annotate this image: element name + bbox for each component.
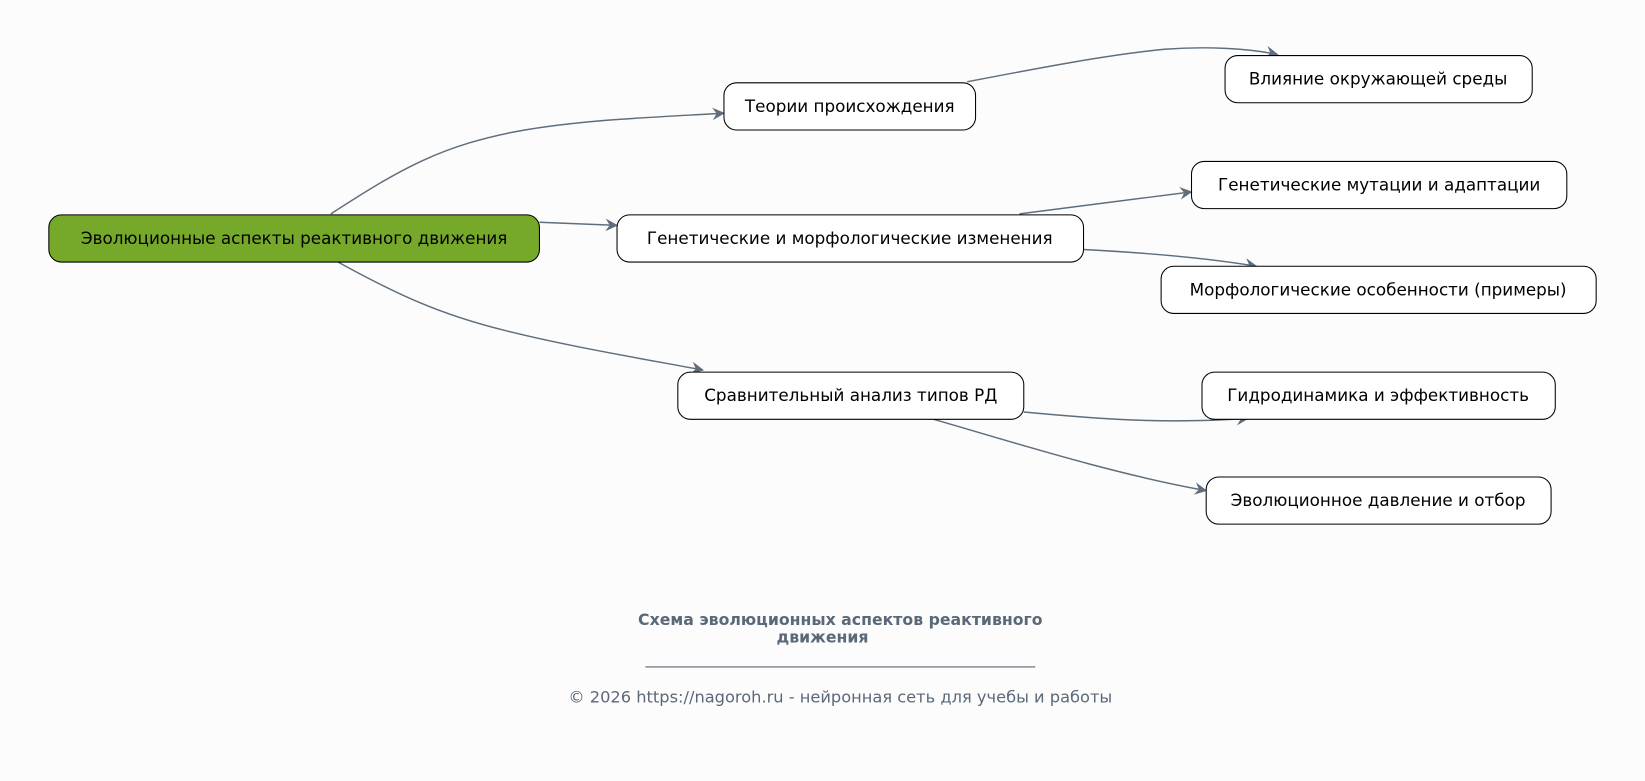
node-label: Морфологические особенности (примеры): [1190, 279, 1567, 299]
root-node-label: Эволюционные аспекты реактивного движени…: [81, 228, 508, 248]
node-morphology[interactable]: Морфологические особенности (примеры): [1160, 265, 1597, 314]
node-label: Влияние окружающей среды: [1249, 69, 1507, 89]
node-label: Сравнительный анализ типов РД: [704, 385, 997, 405]
edge-root-genetic: [539, 218, 619, 232]
node-hydrodynamics[interactable]: Гидродинамика и эффективность: [1201, 371, 1556, 420]
node-genetic-morphological[interactable]: Генетические и морфологические изменения: [616, 214, 1085, 263]
edge-genetic-mutations: [1019, 187, 1193, 215]
edge-comparative-hydro: [1023, 411, 1250, 426]
copyright-text: © 2026 https://nagoroh.ru - нейронная се…: [568, 687, 1112, 706]
diagram-title-line2: движения: [777, 628, 869, 647]
edge-genetic-morphology: [1083, 248, 1258, 271]
node-label: Гидродинамика и эффективность: [1227, 385, 1529, 405]
root-node[interactable]: Эволюционные аспекты реактивного движени…: [48, 214, 540, 263]
node-label: Теории происхождения: [744, 96, 955, 116]
edge-theories-environment: [967, 45, 1279, 83]
node-comparative[interactable]: Сравнительный анализ типов РД: [677, 371, 1025, 420]
node-environment[interactable]: Влияние окружающей среды: [1224, 55, 1533, 104]
diagram-title-line1: Схема эволюционных аспектов реактивного: [638, 610, 1043, 629]
edge-root-theories: [330, 107, 726, 215]
caption-separator: ________________________________________…: [645, 649, 1037, 669]
edge-root-comparative: [337, 261, 705, 375]
edge-comparative-pressure: [933, 418, 1208, 495]
node-label: Эволюционное давление и отбор: [1231, 490, 1526, 510]
node-theories[interactable]: Теории происхождения: [723, 82, 977, 131]
node-mutations[interactable]: Генетические мутации и адаптации: [1190, 160, 1568, 210]
node-pressure[interactable]: Эволюционное давление и отбор: [1205, 476, 1552, 525]
node-label: Генетические и морфологические изменения: [647, 228, 1053, 248]
node-label: Генетические мутации и адаптации: [1218, 175, 1540, 195]
